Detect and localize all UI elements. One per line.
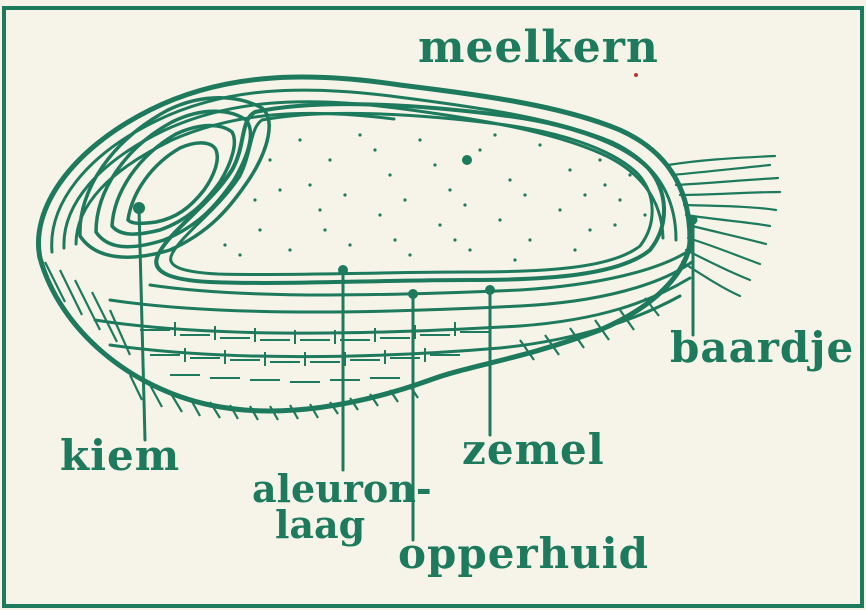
meelkern-stipple <box>223 133 646 261</box>
ink-speck <box>634 73 638 77</box>
frame-border <box>4 8 862 606</box>
label-zemel: zemel <box>462 425 605 474</box>
baardje-hairs <box>668 156 780 296</box>
label-meelkern: meelkern <box>418 22 659 73</box>
kiem-leader <box>139 208 145 440</box>
meelkern-marker <box>462 155 472 165</box>
label-kiem: kiem <box>60 431 180 480</box>
label-opperhuid: opperhuid <box>398 529 649 578</box>
label-baardje: baardje <box>670 323 854 372</box>
label-aleuronlaag-line2: laag <box>275 502 365 547</box>
